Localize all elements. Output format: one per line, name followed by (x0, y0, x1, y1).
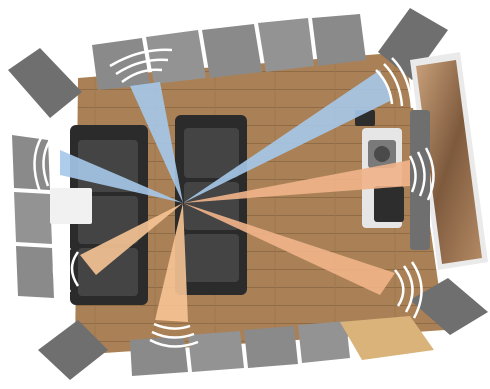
acoustic-panel (92, 38, 150, 90)
front-speaker-bar (410, 110, 430, 250)
acoustic-panel (258, 18, 314, 72)
projector-lens (374, 146, 390, 162)
acoustic-panel (312, 14, 366, 66)
acoustic-panel (14, 192, 52, 244)
sofa-icon (175, 115, 247, 295)
acoustic-panels-left (12, 135, 54, 298)
acoustic-panel (146, 30, 206, 84)
subwoofer (374, 186, 404, 222)
acoustic-panel (16, 246, 54, 298)
acoustic-panel (298, 321, 350, 363)
acoustic-panel (244, 326, 298, 368)
acoustic-panel (130, 336, 188, 376)
side-table-icon (50, 188, 92, 224)
acoustic-panel (188, 331, 244, 372)
acoustic-panel (202, 24, 262, 78)
speaker-icon (8, 48, 82, 118)
